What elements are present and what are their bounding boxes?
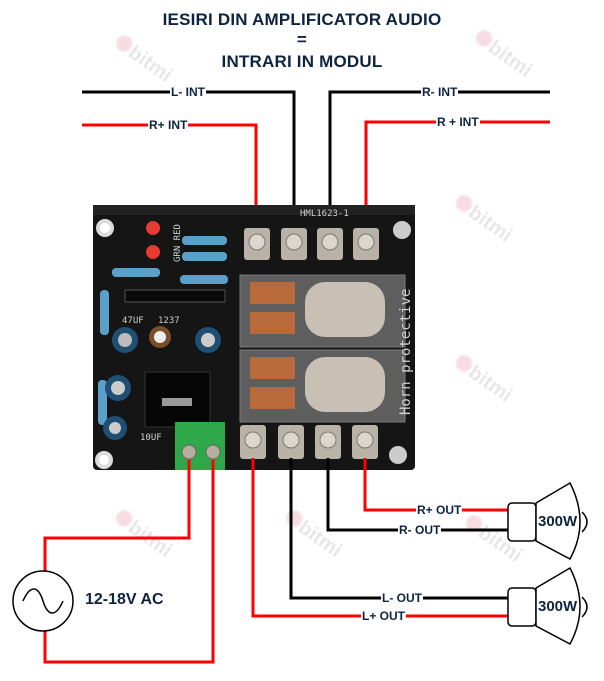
title-line-3: INTRARI IN MODUL [221,52,383,71]
board-model: HML1623-1 [300,209,349,219]
power-supply-label: 12-18V AC [85,591,164,608]
board-side-text: Horn protective [398,289,414,415]
wire-r-plus-in-right [364,120,550,240]
wire-r-minus-out [326,458,508,532]
speaker-power-label: 300W [538,598,578,615]
speaker-icon [507,566,588,646]
title-line-1: IESIRI DIN AMPLIFICATOR AUDIO [162,10,442,29]
wire-ac-2 [43,460,215,664]
cap-label: 47UF [122,316,144,326]
label-r-plus-out: R+ OUT [416,503,463,517]
wire-l-minus-out [289,458,508,600]
wire-l-plus-out [251,458,508,618]
led-label: GRN RED [173,224,183,262]
wire-r-plus-in-left [82,123,258,240]
label-l-plus-out: L+ OUT [361,609,407,623]
cap-label: 1237 [158,316,180,326]
wire-ac-1 [43,460,191,573]
cap-label: 10UF [140,433,162,443]
speaker-power-label: 300W [538,513,578,530]
output-terminals [240,425,378,459]
speaker-icon [507,481,588,561]
wire-l-minus-in [82,90,296,240]
label-l-minus-int: L- INT [170,85,206,99]
label-r-plus-int-left: R+ INT [148,118,189,132]
label-r-minus-out: R- OUT [398,523,442,537]
title-line-2: = [296,30,308,49]
protection-board: HML1623-1 47UF 1237 10UF Horn protective… [93,205,415,470]
label-l-minus-out: L- OUT [381,591,423,605]
input-terminals [244,228,379,260]
wire-r-minus-in [328,90,550,240]
label-r-plus-int-right: R + INT [436,115,480,129]
label-r-minus-int: R- INT [421,85,459,99]
